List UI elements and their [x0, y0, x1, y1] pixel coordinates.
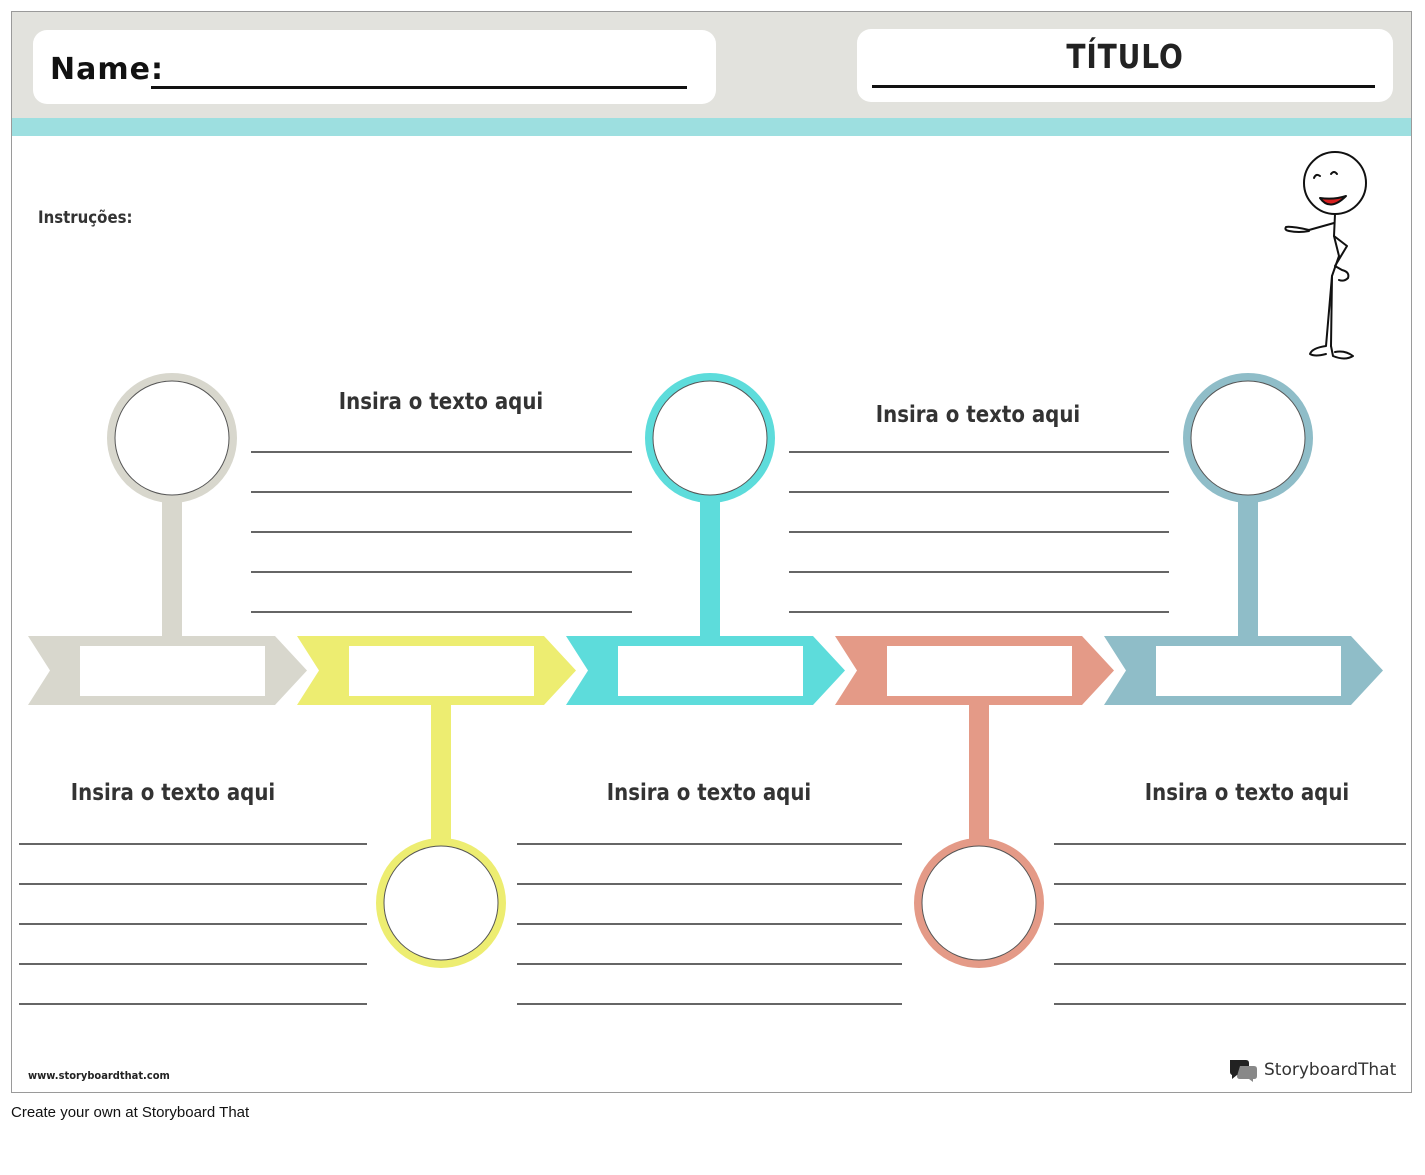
segment-label: Insira o texto aqui: [606, 780, 812, 806]
timeline-circle-inner: [114, 380, 230, 496]
instructions-label: Instruções:: [38, 208, 133, 228]
arrow-text-box: [80, 646, 265, 696]
timeline-stem: [969, 705, 989, 840]
segment-label: Insira o texto aqui: [338, 389, 544, 415]
name-label: Name:: [50, 52, 164, 87]
page-title: TÍTULO: [1066, 37, 1184, 76]
footer-credit[interactable]: Create your own at Storyboard That: [11, 1104, 250, 1121]
timeline-stem: [431, 705, 451, 840]
storyboardthat-logo: StoryboardThat: [1228, 1057, 1396, 1083]
name-field-line[interactable]: [151, 86, 687, 89]
timeline-stem: [700, 502, 720, 636]
accent-strip: [12, 118, 1411, 136]
segment-label: Insira o texto aqui: [875, 402, 1081, 428]
website-url: www.storyboardthat.com: [28, 1069, 170, 1082]
stick-figure-pointing-icon: [1284, 151, 1367, 360]
worksheet: Name: TÍTULO Instruções: Insira o texto …: [11, 11, 1412, 1093]
timeline-stem: [162, 502, 182, 636]
arrow-text-box: [618, 646, 803, 696]
title-box: TÍTULO: [857, 29, 1393, 102]
timeline-circle-inner: [921, 845, 1037, 961]
timeline-circle: [645, 373, 775, 503]
timeline-circle: [1183, 373, 1313, 503]
segment-label: Insira o texto aqui: [1144, 780, 1350, 806]
timeline-circle: [376, 838, 506, 968]
title-field-line[interactable]: [872, 85, 1375, 88]
storyboardthat-logo-icon: [1230, 1060, 1257, 1082]
timeline-stem: [1238, 502, 1258, 636]
arrow-text-box: [349, 646, 534, 696]
timeline-graphic: [19, 373, 1406, 1005]
arrow-text-box: [887, 646, 1072, 696]
arrow-text-box: [1156, 646, 1341, 696]
timeline-circle: [914, 838, 1044, 968]
name-box: Name:: [33, 30, 716, 104]
timeline-circle: [107, 373, 237, 503]
segment-label: Insira o texto aqui: [70, 780, 276, 806]
timeline-circle-inner: [383, 845, 499, 961]
timeline-circle-inner: [1190, 380, 1306, 496]
timeline-circle-inner: [652, 380, 768, 496]
logo-text: StoryboardThat: [1264, 1060, 1397, 1080]
